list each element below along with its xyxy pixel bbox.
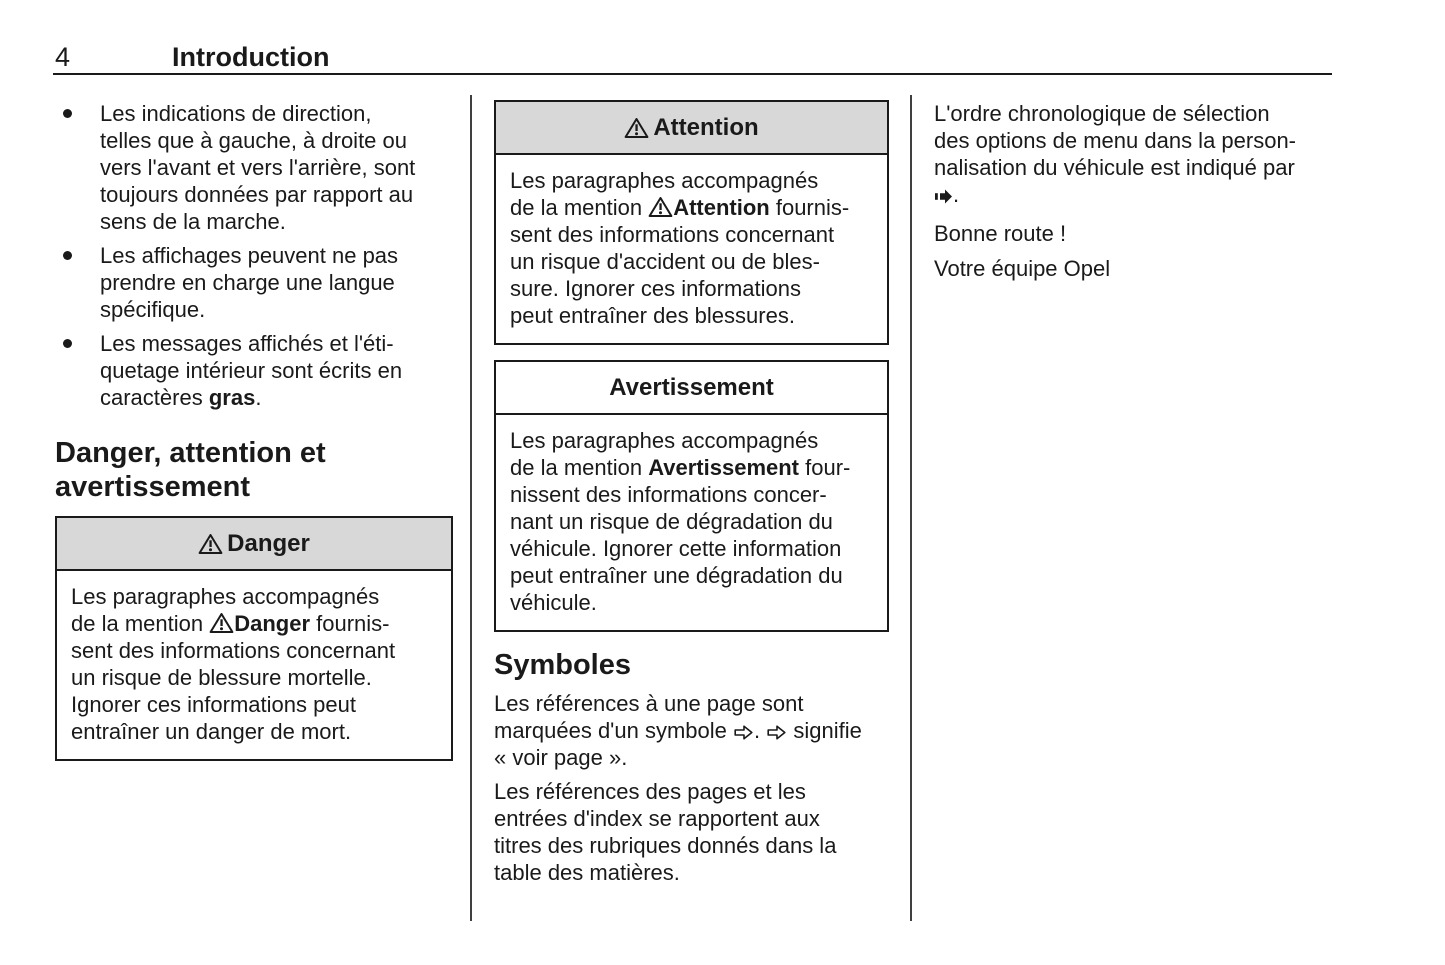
- warning-triangle-icon: [624, 117, 649, 139]
- warning-triangle-icon: [198, 533, 223, 555]
- avertissement-box-body: Les paragraphes accompagnés de la mentio…: [496, 415, 887, 630]
- text-run: L'ordre chronologique de sélection des o…: [934, 101, 1297, 180]
- column-1: Les indications de direction, telles que…: [55, 100, 453, 761]
- text-run: signifie « voir page ».: [494, 718, 862, 770]
- text-run: Les paragraphes accompagnés de la mentio…: [510, 168, 819, 220]
- bullet-icon: [63, 109, 72, 118]
- bullet-text: Les affichages peuvent ne pas prendre en…: [100, 243, 398, 322]
- danger-box: Danger Les paragraphes accompagnés de la…: [55, 516, 453, 761]
- bullet-list: Les indications de direction, telles que…: [55, 100, 453, 411]
- text-run: Les messages affichés et l'éti- quetage …: [100, 331, 403, 410]
- closing-line-bonne-route: Bonne route !: [934, 221, 1067, 246]
- text-run: Les affichages peuvent ne pas prendre en…: [100, 243, 399, 322]
- bullet-icon: [63, 339, 72, 348]
- text-run: gras: [208, 385, 256, 410]
- bullet-item: Les indications de direction, telles que…: [55, 100, 453, 235]
- closing-line-team: Votre équipe Opel: [934, 256, 1111, 281]
- attention-box-body: Les paragraphes accompagnés de la mentio…: [496, 155, 887, 343]
- text-run: Les paragraphes accompagnés de la mentio…: [510, 428, 819, 480]
- column-divider-right: [910, 95, 912, 921]
- header-rule: [53, 73, 1332, 75]
- text-run: .: [255, 385, 262, 410]
- bullet-text: Les messages affichés et l'éti- quetage …: [100, 331, 402, 410]
- text-run: Avertissement: [648, 455, 800, 480]
- column-2: Attention Les paragraphes accompagnés de…: [494, 100, 889, 886]
- danger-box-title: Danger: [227, 530, 310, 557]
- warning-triangle-icon: [209, 611, 234, 636]
- text-run: .: [953, 182, 960, 207]
- section-heading-symbols: Symboles: [494, 649, 631, 681]
- text-run: Les indications de direction, telles que…: [100, 101, 416, 234]
- text-run: four- nissent des informations concer- n…: [510, 455, 851, 615]
- attention-box-title: Attention: [653, 114, 759, 141]
- column-divider-left: [470, 95, 472, 921]
- bullet-text: Les indications de direction, telles que…: [100, 101, 415, 234]
- text-run: Les paragraphes accompagnés de la mentio…: [71, 584, 380, 636]
- danger-box-header: Danger: [57, 518, 451, 571]
- text-run: Attention: [673, 195, 770, 220]
- text-run: .: [754, 718, 767, 743]
- menu-order-paragraph: L'ordre chronologique de sélection des o…: [934, 100, 1342, 208]
- text-run: fournis- sent des informations concernan…: [510, 195, 850, 328]
- warning-triangle-icon: [648, 195, 673, 220]
- menu-seq-arrow-icon: [934, 182, 953, 207]
- text-run: Les références à une page sont marquées …: [494, 691, 804, 743]
- page-number: 4: [55, 42, 71, 72]
- symbols-paragraph-1: Les références à une page sont marquées …: [494, 690, 889, 771]
- page-ref-arrow-icon: [733, 718, 754, 743]
- text-run: fournis- sent des informations concernan…: [71, 611, 396, 744]
- danger-box-body: Les paragraphes accompagnés de la mentio…: [57, 571, 451, 759]
- section-heading-danger-attention: Danger, attention et avertissement: [55, 437, 326, 503]
- text-run: Danger: [234, 611, 310, 636]
- avertissement-box-header: Avertissement: [496, 362, 887, 415]
- avertissement-box-title: Avertissement: [609, 374, 774, 401]
- symbols-paragraph-2: Les références des pages et les entrées …: [494, 778, 889, 886]
- bullet-icon: [63, 251, 72, 260]
- page-ref-arrow-icon: [766, 718, 787, 743]
- text-run: Les références des pages et les entrées …: [494, 779, 837, 885]
- avertissement-box: Avertissement Les paragraphes accompagné…: [494, 360, 889, 632]
- bullet-item: Les messages affichés et l'éti- quetage …: [55, 330, 453, 411]
- bullet-item: Les affichages peuvent ne pas prendre en…: [55, 242, 453, 323]
- chapter-title: Introduction: [172, 42, 330, 72]
- attention-box: Attention Les paragraphes accompagnés de…: [494, 100, 889, 345]
- attention-box-header: Attention: [496, 102, 887, 155]
- column-3: L'ordre chronologique de sélection des o…: [934, 100, 1342, 282]
